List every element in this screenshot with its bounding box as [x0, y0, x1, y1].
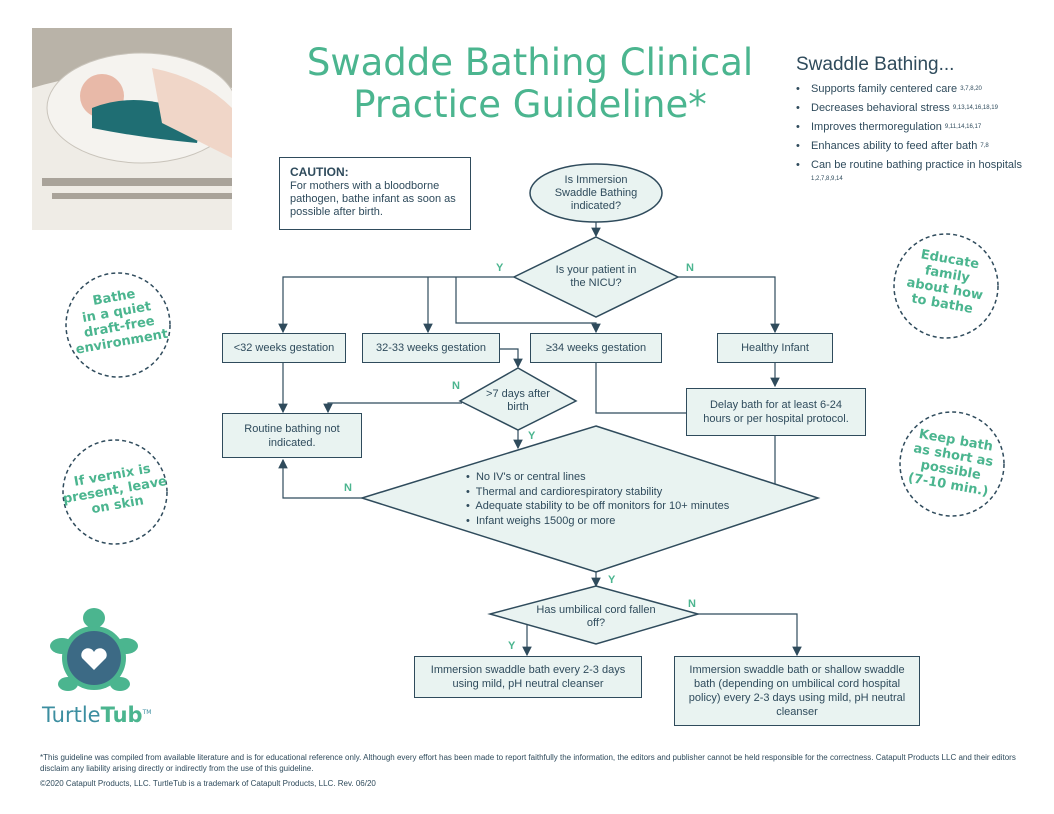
- gt7-days-question: >7 days after birth: [486, 388, 550, 413]
- no-label: N: [344, 482, 352, 494]
- criteria-item: • Thermal and cardiorespiratory stabilit…: [466, 485, 663, 498]
- brand-name: TurtleTubTM: [42, 703, 151, 727]
- benefit-item: Improves thermoregulation 9,11,14,16,17: [796, 120, 1036, 134]
- page-title: Swadde Bathing Clinical Practice Guideli…: [270, 42, 790, 126]
- benefits-panel: Swaddle Bathing... Supports family cente…: [796, 54, 1036, 191]
- title-line-2: Practice Guideline*: [353, 83, 707, 126]
- title-line-1: Swadde Bathing Clinical: [306, 41, 754, 84]
- benefit-text: Can be routine bathing practice in hospi…: [811, 159, 1022, 171]
- disclaimer-text: *This guideline was compiled from availa…: [40, 753, 1016, 773]
- no-label: N: [452, 380, 460, 392]
- criteria-item: • Infant weighs 1500g or more: [466, 514, 616, 527]
- stamp-border: [62, 439, 168, 545]
- stamp-border: [65, 272, 171, 378]
- caution-heading: CAUTION:: [290, 165, 349, 179]
- brand-tm: TM: [142, 709, 152, 716]
- yes-label: Y: [608, 574, 616, 586]
- yes-label: Y: [528, 430, 536, 442]
- benefit-item: Enhances ability to feed after bath 7,8: [796, 139, 1036, 153]
- copyright-text: ©2020 Catapult Products, LLC. TurtleTub …: [40, 779, 376, 788]
- 32-33-weeks-box: 32-33 weeks gestation: [362, 333, 500, 363]
- benefit-refs: 9,13,14,16,18,19: [952, 105, 998, 111]
- benefit-refs: 1,2,7,8,9,14: [811, 176, 843, 182]
- benefit-refs: 9,11,14,16,17: [944, 124, 982, 130]
- healthy-infant-box: Healthy Infant: [717, 333, 833, 363]
- brand-part-2: Tub: [100, 703, 143, 727]
- brand-part-1: Turtle: [42, 703, 101, 727]
- no-label: N: [688, 598, 696, 610]
- footer: *This guideline was compiled from availa…: [40, 752, 1030, 789]
- stamp-border: [899, 411, 1005, 517]
- yes-label: Y: [496, 262, 504, 274]
- criteria-list: • No IV's or central lines • Thermal and…: [466, 470, 766, 528]
- start-question: Is Immersion Swaddle Bathing indicated?: [554, 174, 638, 212]
- benefit-refs: 3,7,8,20: [960, 86, 982, 92]
- benefit-text: Decreases behavioral stress: [811, 102, 950, 114]
- cord-question: Has umbilical cord fallen off?: [536, 604, 656, 629]
- infant-bath-photo: [32, 28, 232, 230]
- routine-not-indicated-box: Routine bathing not indicated.: [222, 413, 362, 458]
- result-yes-box: Immersion swaddle bath every 2-3 days us…: [414, 656, 642, 698]
- benefit-text: Enhances ability to feed after bath: [811, 140, 978, 152]
- benefit-item: Supports family centered care 3,7,8,20: [796, 82, 1036, 96]
- benefits-heading: Swaddle Bathing...: [796, 54, 955, 75]
- no-label: N: [686, 262, 694, 274]
- ge34-weeks-box: ≥34 weeks gestation: [530, 333, 662, 363]
- yes-label: Y: [508, 640, 516, 652]
- criteria-item: • Adequate stability to be off monitors …: [466, 500, 730, 512]
- benefits-list: Supports family centered care 3,7,8,20 D…: [796, 82, 1036, 186]
- criteria-item: • No IV's or central lines: [466, 471, 586, 483]
- benefit-item: Decreases behavioral stress 9,13,14,16,1…: [796, 101, 1036, 115]
- result-no-box: Immersion swaddle bath or shallow swaddl…: [674, 656, 920, 726]
- benefit-text: Supports family centered care: [811, 83, 958, 95]
- lt32-weeks-box: <32 weeks gestation: [222, 333, 346, 363]
- stamp-border: [893, 233, 999, 339]
- nicu-question: Is your patient in the NICU?: [555, 264, 637, 289]
- caution-text: For mothers with a bloodborne pathogen, …: [290, 180, 456, 218]
- caution-box: CAUTION: For mothers with a bloodborne p…: [279, 157, 471, 230]
- benefit-text: Improves thermoregulation: [811, 121, 942, 133]
- delay-bath-box: Delay bath for at least 6-24 hours or pe…: [686, 388, 866, 436]
- turtle-logo-icon: [50, 608, 138, 691]
- benefit-refs: 7,8: [980, 143, 989, 149]
- benefit-item: Can be routine bathing practice in hospi…: [796, 158, 1036, 186]
